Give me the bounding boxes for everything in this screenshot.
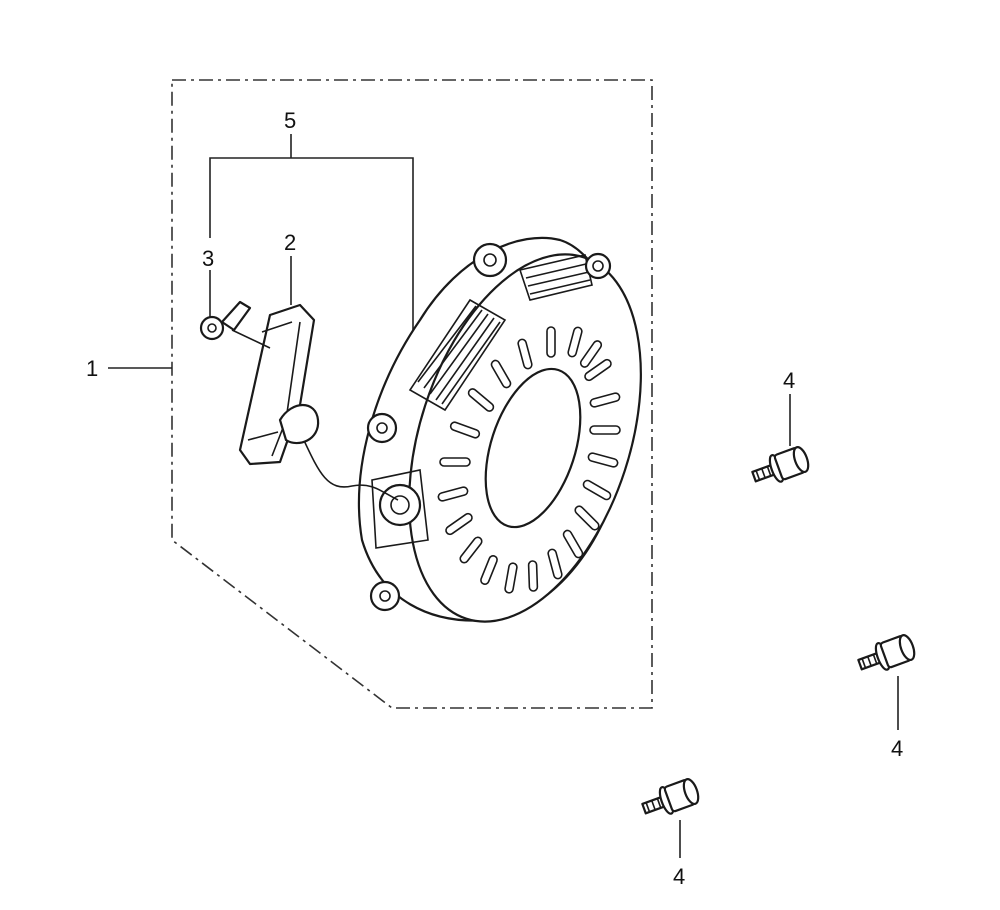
flange-bolt-a (751, 446, 810, 483)
leader-lines (108, 134, 899, 858)
assembly-outline (171, 79, 653, 709)
callout-5: 5 (284, 108, 296, 133)
callout-3: 3 (202, 246, 214, 271)
callout-labels: 1 5 3 2 4 4 4 (86, 108, 903, 889)
radial-slots (437, 326, 621, 594)
leader-5-bracket (209, 157, 414, 330)
flange-bolt-c (641, 778, 700, 815)
flange-bolt-b (857, 634, 916, 671)
callout-1: 1 (86, 356, 98, 381)
mounting-lugs (366, 242, 612, 612)
callout-4-right: 4 (891, 736, 903, 761)
callout-4-bottom: 4 (673, 864, 685, 889)
callout-2: 2 (284, 230, 296, 255)
top-grille (408, 254, 593, 412)
callout-4-upper: 4 (783, 368, 795, 393)
recoil-starter-housing (357, 236, 642, 623)
starter-grip (238, 303, 320, 466)
cable-clip (199, 300, 271, 349)
starter-rope (299, 431, 399, 501)
